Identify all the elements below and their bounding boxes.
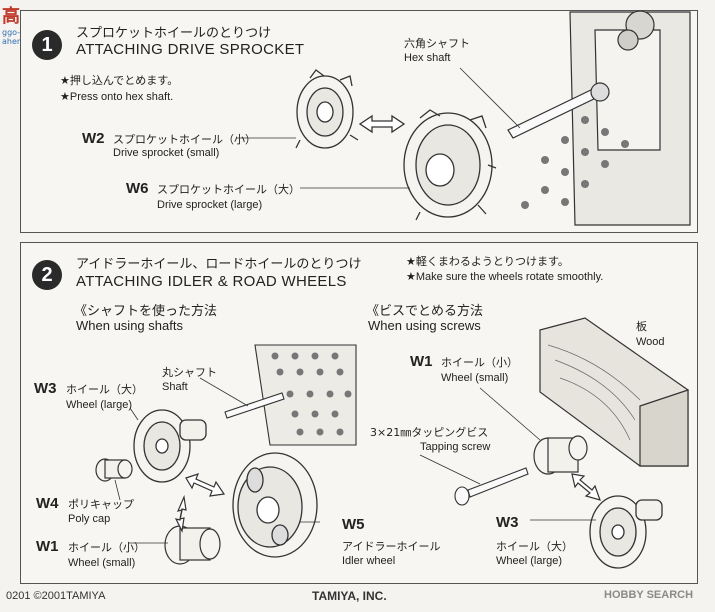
footer-watermark: HOBBY SEARCH	[604, 589, 694, 601]
poly-cap-part	[95, 458, 133, 482]
step2-right-arrow	[571, 473, 601, 501]
shaft-label-en: Shaft	[162, 381, 188, 393]
shafts-method-en: When using shafts	[76, 318, 183, 333]
hex-shaft-part	[459, 67, 610, 139]
w4-label-jp: ポリキャップ	[68, 498, 134, 511]
hex-shaft-label-jp: 六角シャフト	[404, 37, 470, 50]
w3-code: W3	[34, 380, 57, 397]
w1-code: W1	[36, 538, 59, 555]
w3-label-jp: ホイール（大）	[66, 383, 143, 396]
screws-method-en: When using screws	[368, 318, 481, 333]
w1b-label-jp: ホイール（小）	[441, 356, 518, 369]
w3-label-en: Wheel (large)	[66, 399, 133, 411]
step2-leaders	[114, 407, 596, 544]
w4-code: W4	[36, 495, 59, 512]
hex-shaft-label-en: Hex shaft	[404, 52, 451, 64]
w5-label-en: Idler wheel	[342, 555, 396, 567]
step1-title-en: ATTACHING DRIVE SPROCKET	[76, 41, 305, 58]
w6-label-jp: スプロケットホイール（大）	[157, 183, 300, 196]
sprocket-large-part	[403, 109, 497, 221]
w1b-code: W1	[410, 353, 433, 370]
tapping-screw-part	[419, 454, 529, 506]
sprocket-small-part	[295, 69, 359, 149]
left-chassis-dots	[271, 352, 352, 436]
footer-company: TAMIYA, INC.	[312, 589, 387, 603]
step1-title-jp: スプロケットホイールのとりつけ	[76, 26, 272, 41]
screw-label-jp: 3×21㎜タッピングビス	[370, 426, 489, 439]
footer-copyright: 0201 ©2001TAMIYA	[6, 590, 106, 602]
w1b-label-en: Wheel (small)	[441, 372, 509, 384]
step2-note-jp: ★軽くまわるようとりつけます。	[406, 255, 569, 268]
w6-code: W6	[126, 180, 149, 197]
w1-label-en: Wheel (small)	[68, 557, 136, 569]
step1-number: 1	[32, 30, 62, 60]
wheel-small-part	[164, 525, 221, 565]
wheel-large-part	[133, 409, 207, 483]
w3b-label-jp: ホイール（大）	[496, 540, 573, 553]
w6-label-en: Drive sprocket (large)	[157, 199, 263, 211]
w1-label-jp: ホイール（小）	[68, 541, 145, 554]
step2-note-en: ★Make sure the wheels rotate smoothly.	[406, 271, 604, 283]
round-shaft-part	[199, 377, 285, 419]
chassis-block	[569, 10, 691, 226]
step2-left-arrows	[174, 473, 226, 533]
w4-label-en: Poly cap	[68, 513, 111, 525]
step2-title-en: ATTACHING IDLER & ROAD WHEELS	[76, 273, 347, 290]
step1-arrow	[358, 114, 406, 134]
chassis-dots	[521, 116, 629, 209]
w5-label-jp: アイドラーホイール	[342, 540, 441, 553]
step1-note-en: ★Press onto hex shaft.	[60, 91, 174, 103]
shaft-label-jp: 丸シャフト	[162, 366, 217, 379]
w3b-code: W3	[496, 514, 519, 531]
step2-number: 2	[32, 260, 62, 290]
step2-title-jp: アイドラーホイール、ロードホイールのとりつけ	[76, 257, 362, 272]
screws-method-jp: 《ビスでとめる方法	[366, 304, 484, 319]
step1-leaders	[236, 137, 410, 189]
w3b-label-en: Wheel (large)	[496, 555, 563, 567]
wood-label-jp: 板	[636, 320, 647, 333]
screw-label-en: Tapping screw	[420, 441, 491, 453]
w5-code: W5	[342, 516, 365, 533]
w2-label-en: Drive sprocket (small)	[113, 147, 220, 159]
wheel-small-right-part	[479, 387, 588, 475]
wood-label-en: Wood	[636, 336, 665, 348]
wood-block-part	[539, 317, 689, 467]
step1-note-jp: ★押し込んでとめます。	[60, 74, 179, 87]
idler-wheel-part	[232, 452, 318, 558]
w2-code: W2	[82, 130, 105, 147]
wheel-large-right-part	[589, 495, 663, 569]
w2-label-jp: スプロケットホイール（小）	[113, 133, 256, 146]
shafts-method-jp: 《シャフトを使った方法	[74, 304, 218, 319]
watermark-logo-glyph: 高	[2, 6, 20, 27]
